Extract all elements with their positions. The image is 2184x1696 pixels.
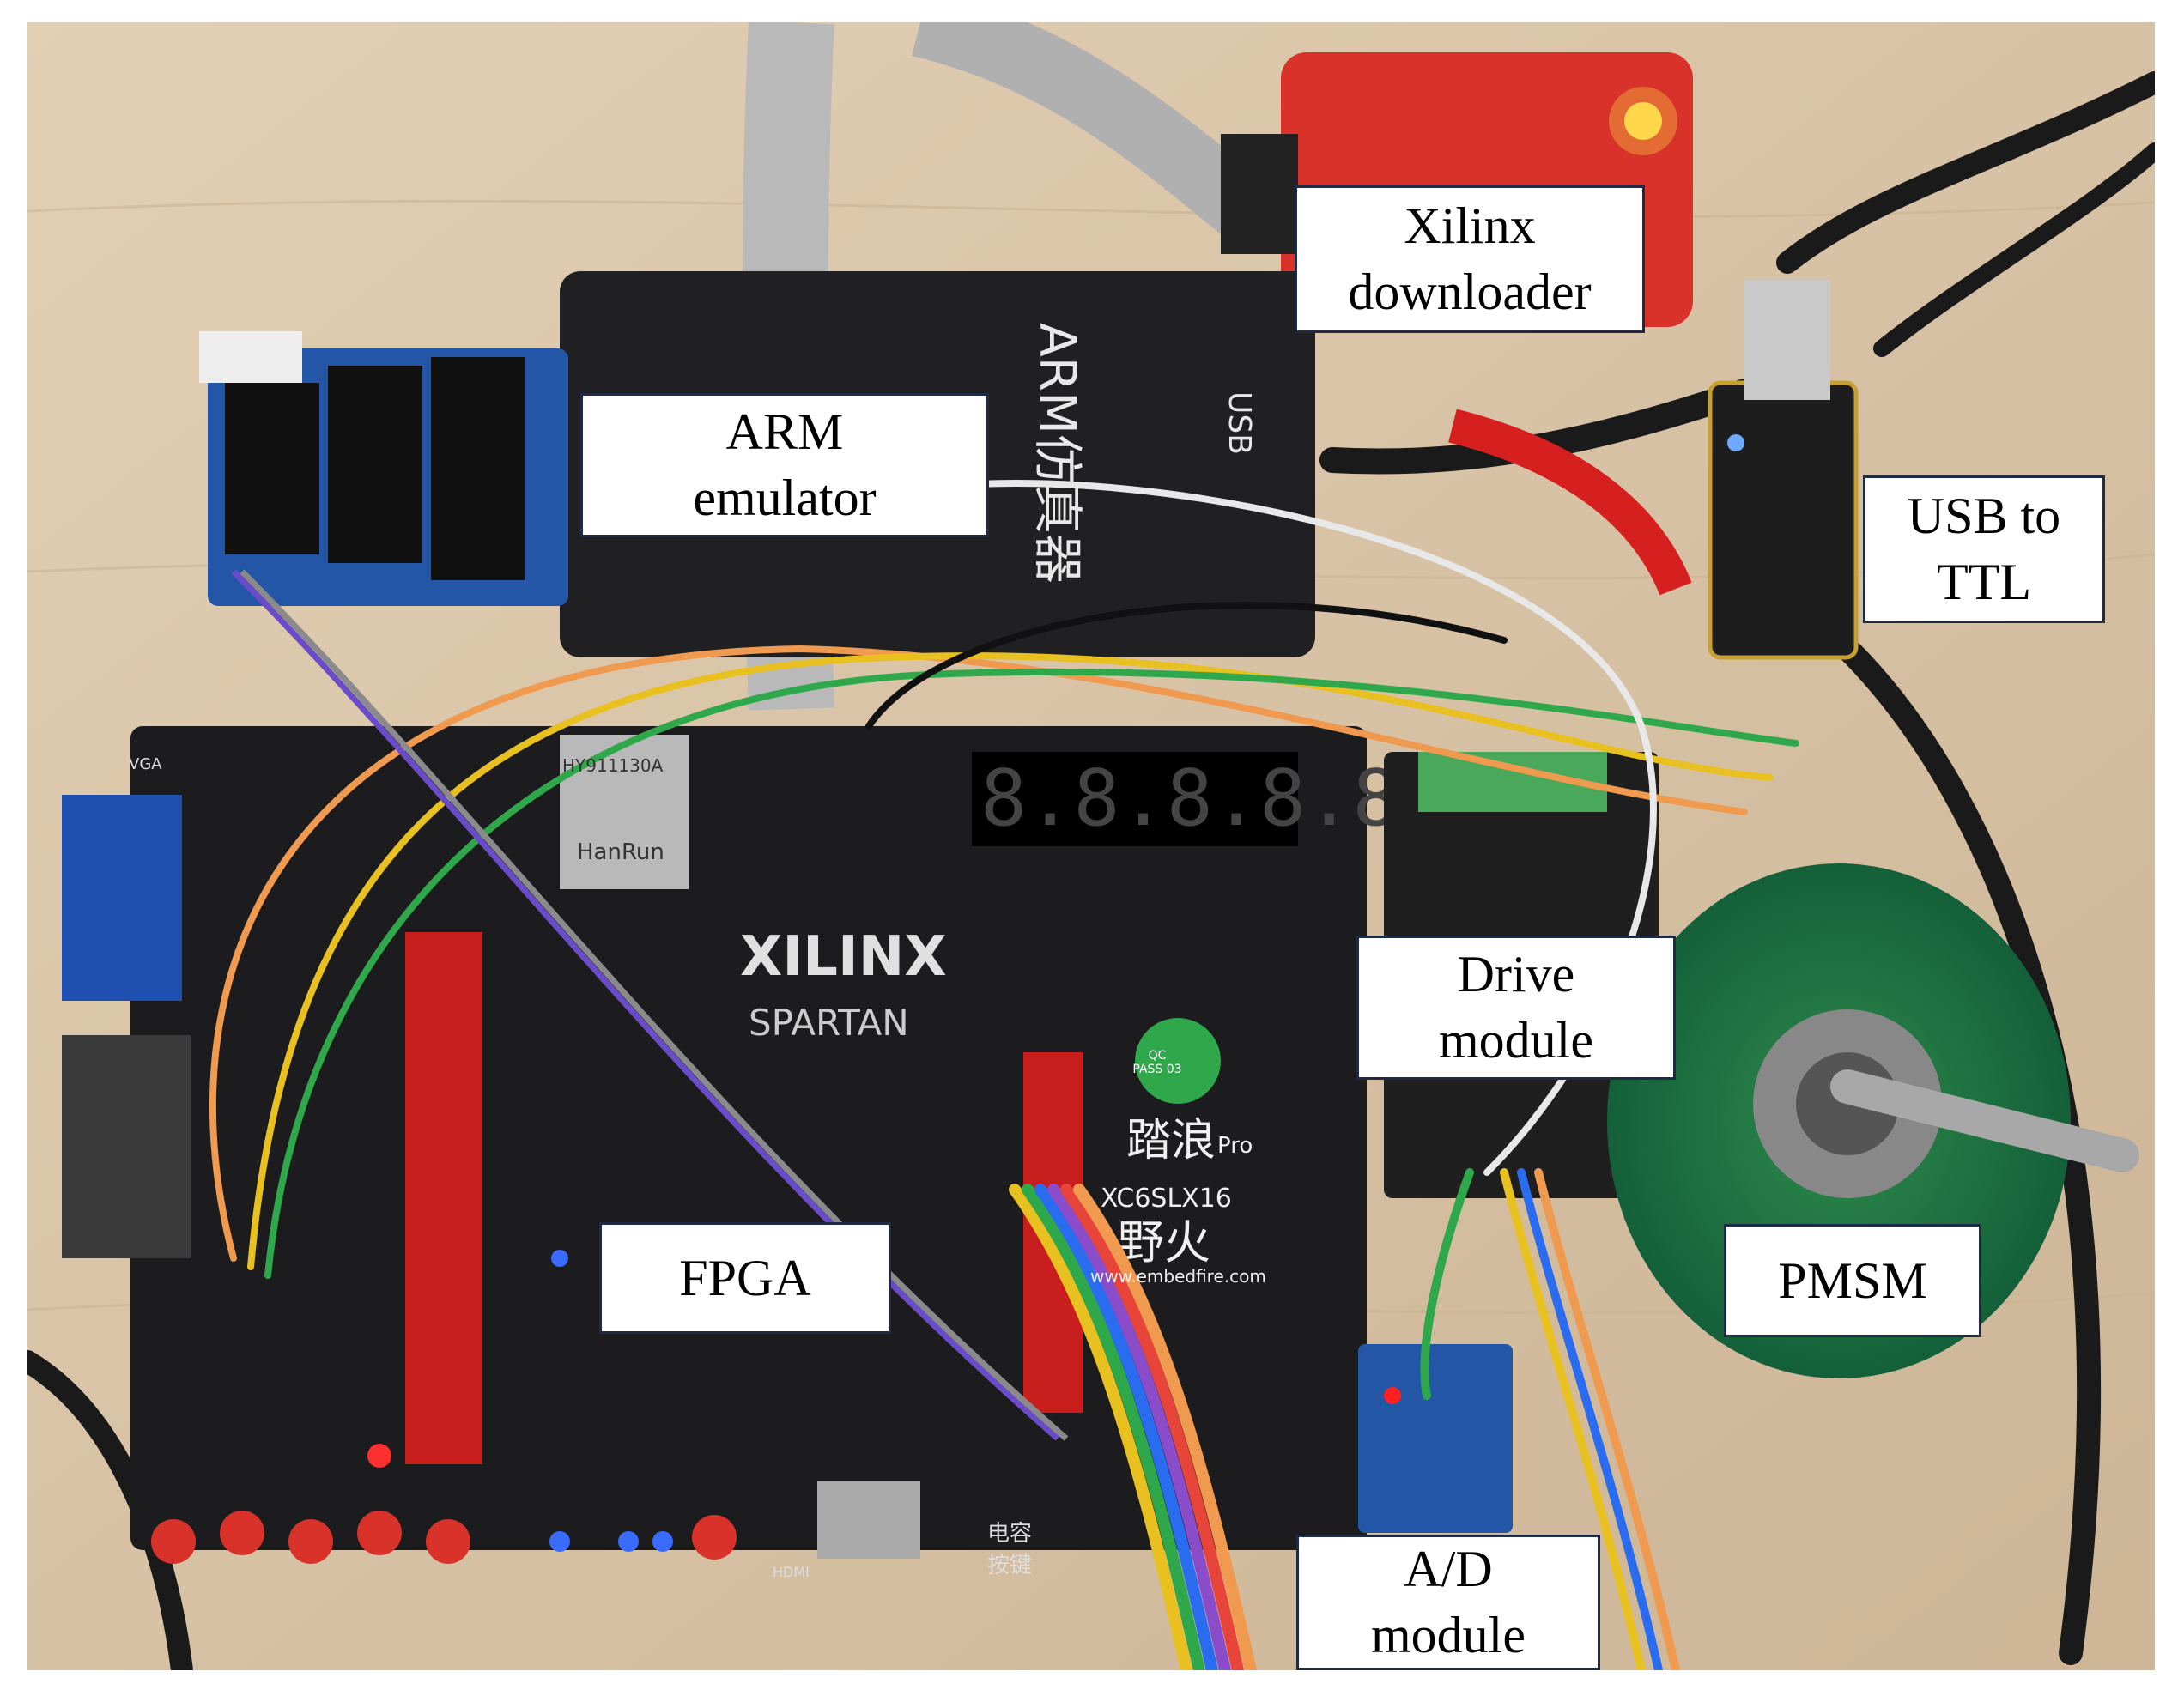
black-cable-right [1776, 71, 2155, 274]
label-drive-module-line1: Drive [1457, 946, 1575, 1003]
arm-box-usb-text: USB [1222, 391, 1257, 455]
label-arm-emulator: ARM emulator [580, 393, 989, 537]
black-cable-bottom-left [27, 1350, 193, 1670]
label-usb-to-ttl-line2: TTL [1937, 554, 2031, 610]
ad-module-board [1358, 1344, 1513, 1533]
label-ad-module: A/D module [1296, 1535, 1600, 1670]
board-chip-text: XC6SLX16 [1101, 1184, 1232, 1214]
label-arm-emulator-line1: ARM [725, 403, 844, 461]
board-maker-text: 野火 [1118, 1215, 1210, 1269]
usb-to-ttl-board [1708, 280, 1859, 660]
label-drive-module-line2: module [1439, 1012, 1593, 1069]
board-family-text: SPARTAN [749, 1002, 909, 1044]
qc-badge-text: QC PASS 03 [1132, 1049, 1182, 1076]
label-fpga-line1: FPGA [679, 1249, 811, 1306]
label-xilinx-downloader-line2: downloader [1348, 263, 1592, 320]
hdmi-text: HDMI [773, 1564, 810, 1580]
jtag-adapter-board [199, 331, 568, 606]
vga-text: VGA [129, 755, 162, 773]
label-pmsm-line1: PMSM [1778, 1251, 1927, 1309]
label-fpga: FPGA [599, 1222, 891, 1334]
label-arm-emulator-line2: emulator [693, 469, 877, 526]
ethernet-top-text: HY911130A [562, 755, 664, 776]
photo-illustration: ARM仿真器 USB HanRun XILINX SPARTAN 8.8.8.8… [27, 22, 2155, 1670]
ethernet-maker-text: HanRun [577, 839, 664, 865]
arm-box-text: ARM仿真器 [1028, 323, 1087, 584]
label-xilinx-downloader-line1: Xilinx [1404, 197, 1536, 255]
board-name-suffix-text: Pro [1217, 1133, 1253, 1159]
board-brand-text: XILINX [740, 925, 947, 989]
touch-keys-text: 电容按键 [987, 1521, 1033, 1578]
fpga-board: HanRun XILINX SPARTAN 8.8.8.8.8.8. 踏浪 XC… [62, 726, 1538, 1564]
board-name-text: 踏浪 [1126, 1115, 1216, 1166]
board-url-text: www.embedfire.com [1090, 1266, 1266, 1287]
label-xilinx-downloader: Xilinx downloader [1295, 185, 1645, 333]
label-drive-module: Drive module [1356, 936, 1676, 1080]
label-pmsm: PMSM [1724, 1224, 1981, 1337]
setup-photo: ARM仿真器 USB HanRun XILINX SPARTAN 8.8.8.8… [27, 22, 2155, 1670]
label-usb-to-ttl: USB to TTL [1863, 475, 2105, 623]
label-ad-module-line1: A/D [1404, 1541, 1493, 1598]
label-ad-module-line2: module [1371, 1607, 1526, 1663]
label-usb-to-ttl-line1: USB to [1907, 488, 2061, 545]
